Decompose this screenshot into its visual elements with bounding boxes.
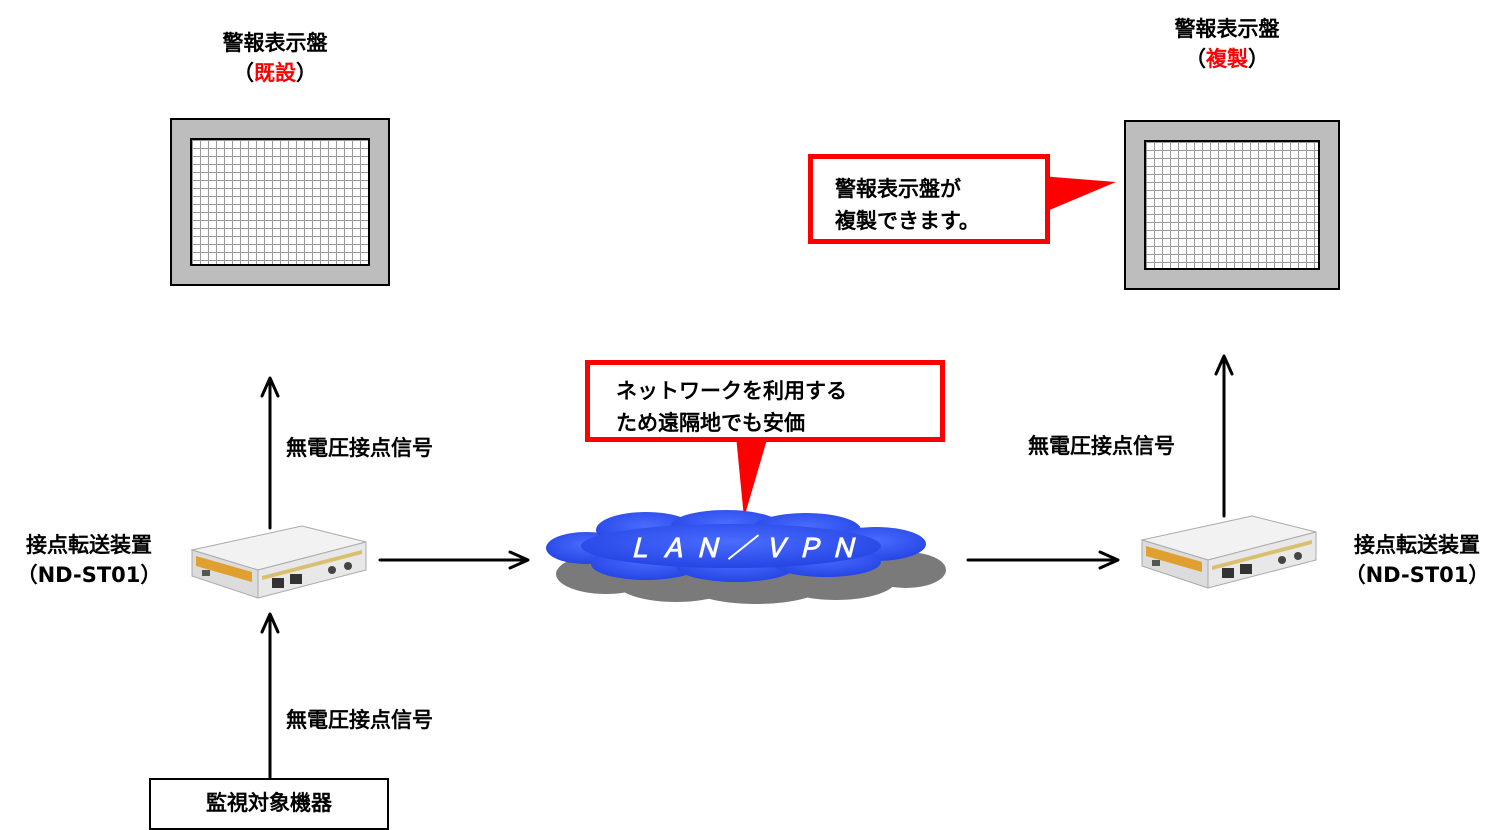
callout-network-line2: ため遠隔地でも安価 <box>616 411 805 435</box>
callout-network-pointer <box>736 436 768 518</box>
arrowhead-left-up <box>260 376 280 398</box>
alarm-display-panel-replica <box>1124 120 1340 290</box>
callout-network-note: ネットワークを利用する ため遠隔地でも安価 <box>585 360 945 442</box>
left-panel-status: 既設 <box>254 61 296 85</box>
callout-network-line1: ネットワークを利用する <box>616 379 847 403</box>
right-device-model: （ND-ST01） <box>1344 563 1490 587</box>
left-device-model: （ND-ST01） <box>16 563 162 587</box>
callout-replica-line2: 複製できます。 <box>835 209 980 233</box>
signal-label-left-lower: 無電圧接点信号 <box>286 708 433 732</box>
contact-transfer-device-left <box>190 525 367 599</box>
signal-label-right-upper: 無電圧接点信号 <box>1028 434 1175 458</box>
alarm-display-panel-existing <box>170 118 390 286</box>
left-device-label: 接点転送装置 （ND-ST01） <box>4 530 174 590</box>
callout-replica-line1: 警報表示盤が <box>835 177 961 201</box>
monitoring-target-box: 監視対象機器 <box>149 778 389 830</box>
left-panel-title-status-line: （既設） <box>170 58 380 88</box>
signal-label-left-upper: 無電圧接点信号 <box>286 436 433 460</box>
arrowhead-right-up <box>1214 354 1234 376</box>
left-device-name: 接点転送装置 <box>26 533 152 557</box>
right-panel-title: 警報表示盤 （複製） <box>1122 14 1332 74</box>
callout-right-pointer <box>1040 176 1116 214</box>
left-panel-title: 警報表示盤 （既設） <box>170 28 380 88</box>
right-panel-paren-close: ） <box>1248 47 1269 71</box>
right-device-name: 接点転送装置 <box>1354 533 1480 557</box>
right-panel-title-main: 警報表示盤 <box>1174 17 1280 41</box>
arrowhead-left-lower-up <box>260 612 280 634</box>
left-panel-title-main: 警報表示盤 <box>222 31 328 55</box>
alarm-display-grid <box>1144 140 1320 270</box>
alarm-display-grid <box>190 138 370 266</box>
contact-transfer-device-right <box>1140 515 1317 589</box>
right-panel-paren-open: （ <box>1185 47 1206 71</box>
left-panel-paren-open: （ <box>233 61 254 85</box>
right-panel-status: 複製 <box>1206 47 1248 71</box>
callout-replica-note: 警報表示盤が 複製できます。 <box>808 154 1050 244</box>
right-panel-title-status-line: （複製） <box>1122 44 1332 74</box>
cloud-label: ＬＡＮ／ＶＰＮ <box>625 534 864 564</box>
arrowhead-to-right-device <box>1098 550 1120 570</box>
arrowhead-to-cloud <box>508 550 530 570</box>
lan-vpn-cloud <box>546 510 946 604</box>
left-panel-paren-close: ） <box>296 61 317 85</box>
cloud-body <box>546 510 926 582</box>
right-device-label: 接点転送装置 （ND-ST01） <box>1330 530 1504 590</box>
